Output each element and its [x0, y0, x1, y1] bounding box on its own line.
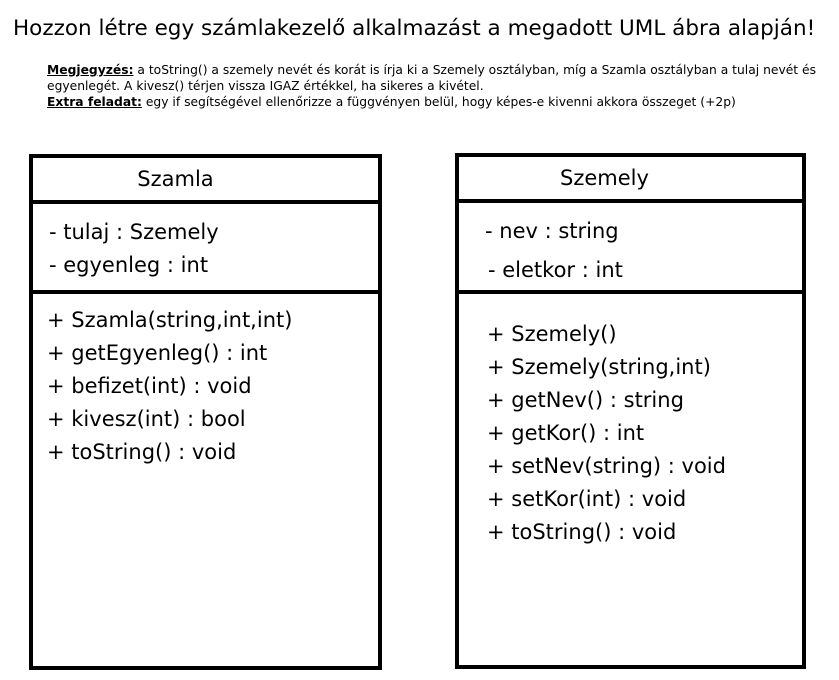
method: + Szemely(): [487, 322, 617, 346]
method: + toString() : void: [47, 440, 237, 464]
note-label: Megjegyzés:: [47, 63, 134, 77]
method: + getEgyenleg() : int: [47, 341, 268, 365]
attribute: - eletkor : int: [488, 258, 623, 282]
method: + getNev() : string: [487, 388, 684, 412]
method: + Szamla(string,int,int): [47, 308, 293, 332]
extra-task-label: Extra feladat:: [47, 95, 142, 109]
class-box-szamla: Szamla - tulaj : Szemely - egyenleg : in…: [29, 154, 382, 670]
page-title: Hozzon létre egy számlakezelő alkalmazás…: [13, 16, 816, 41]
method: + Szemely(string,int): [487, 355, 711, 379]
method: + getKor() : int: [487, 421, 645, 445]
attributes-section: - tulaj : Szemely - egyenleg : int: [33, 204, 378, 294]
class-box-szemely: Szemely - nev : string - eletkor : int +…: [455, 153, 806, 669]
methods-section: + Szamla(string,int,int) + getEgyenleg()…: [33, 294, 378, 469]
attribute: - tulaj : Szemely: [49, 220, 219, 244]
extra-task-paragraph: Extra feladat: egy if segítségével ellen…: [47, 94, 817, 110]
attribute: - nev : string: [485, 219, 619, 243]
method: + setKor(int) : void: [487, 487, 687, 511]
class-name: Szemely: [459, 157, 802, 203]
methods-section: + Szemely() + Szemely(string,int) + getN…: [459, 294, 802, 549]
attribute: - egyenleg : int: [49, 253, 209, 277]
class-name: Szamla: [33, 158, 378, 204]
note-paragraph: Megjegyzés: a toString() a szemely nevét…: [47, 62, 817, 94]
extra-task-text: egy if segítségével ellenőrizze a függvé…: [141, 95, 736, 109]
note-text: a toString() a szemely nevét és korát is…: [47, 63, 816, 93]
task-notes: Megjegyzés: a toString() a szemely nevét…: [47, 62, 817, 110]
method: + kivesz(int) : bool: [47, 407, 246, 431]
attributes-section: - nev : string - eletkor : int: [459, 203, 802, 294]
method: + toString() : void: [487, 520, 677, 544]
method: + befizet(int) : void: [47, 374, 252, 398]
method: + setNev(string) : void: [487, 454, 726, 478]
